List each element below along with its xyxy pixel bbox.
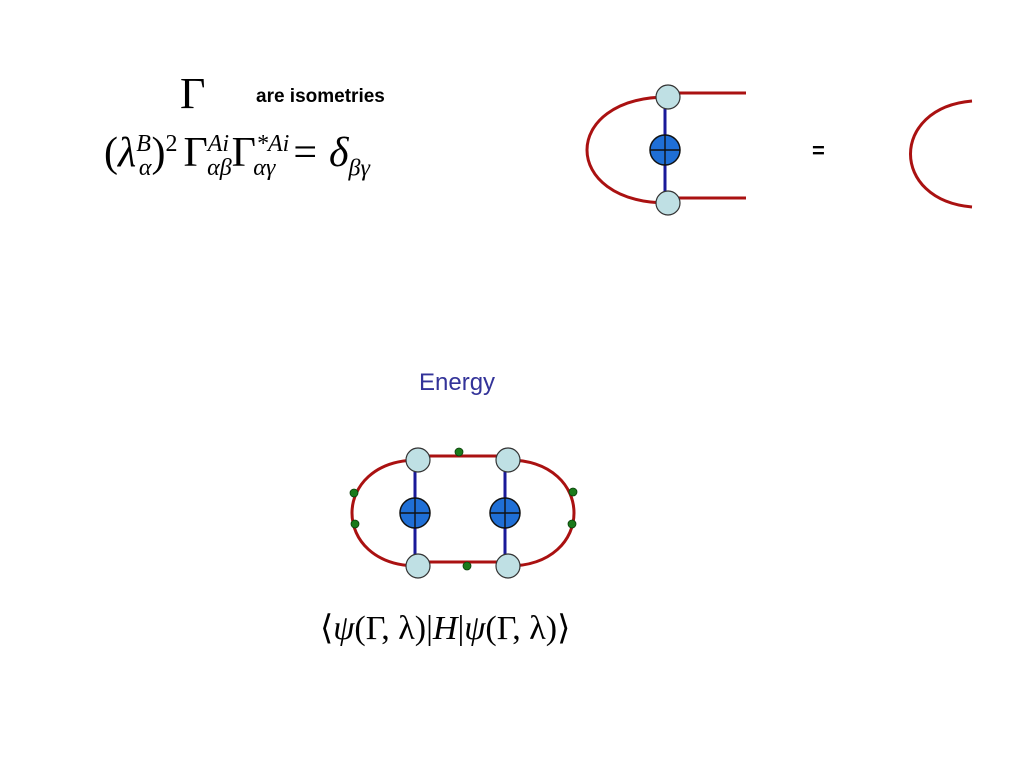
gamma-node <box>405 447 431 473</box>
gamma-node <box>495 447 521 473</box>
psi-ket-args: (Γ, λ) <box>485 610 558 647</box>
lambda-superscript: B <box>136 131 151 157</box>
gamma-tensor-superscript: Ai <box>207 131 230 157</box>
gamma-node-bottom <box>655 190 681 216</box>
gamma-conjugate: Γ <box>231 130 256 176</box>
gamma-node <box>405 553 431 579</box>
right-angle-bracket: ⟩ <box>557 610 571 647</box>
lambda-node <box>489 497 521 529</box>
gamma-symbol: Γ <box>180 69 206 118</box>
gamma-conjugate-superscript: *Ai <box>255 131 290 157</box>
left-boundary-arc <box>350 458 419 568</box>
isometry-contraction-diagram <box>585 84 746 216</box>
left-angle-bracket: ⟨ <box>320 610 334 647</box>
contracted-bond-arc <box>585 95 669 205</box>
psi-ket: ψ <box>464 610 486 647</box>
close-paren: ) <box>151 130 166 176</box>
hamiltonian-symbol: H <box>432 610 458 647</box>
right-boundary-arc <box>507 458 576 568</box>
delta-subscript: βγ <box>348 155 370 182</box>
gamma-conjugate-subscript: αγ <box>253 155 276 182</box>
operator-dot <box>462 561 472 571</box>
power-exponent: 2 <box>165 131 178 157</box>
gamma-node <box>495 553 521 579</box>
operator-dot <box>454 447 464 457</box>
gamma-tensor-subscript: αβ <box>207 155 232 182</box>
operator-dot <box>350 519 360 529</box>
operator-dot <box>568 487 578 497</box>
delta-symbol: δ <box>329 130 349 176</box>
gamma-tensor: Γ <box>183 130 208 176</box>
psi-bra-args: (Γ, λ) <box>354 610 427 647</box>
energy-title: Energy <box>419 369 496 396</box>
lambda-symbol: λ <box>118 130 137 176</box>
equation-equals: = <box>293 130 318 176</box>
operator-dot <box>349 488 359 498</box>
lambda-subscript: α <box>138 155 152 182</box>
identity-bond-arc <box>909 99 973 209</box>
open-paren: ( <box>104 130 118 176</box>
energy-expression: ⟨ψ(Γ, λ)|H|ψ(Γ, λ)⟩ <box>320 612 570 646</box>
psi-bra: ψ <box>333 610 355 647</box>
lambda-node <box>399 497 431 529</box>
bra-bar: | <box>426 610 433 647</box>
operator-dot <box>567 519 577 529</box>
diagram-equals-sign: = <box>812 138 825 163</box>
gamma-node-top <box>655 84 681 110</box>
energy-network-diagram <box>349 447 578 579</box>
isometry-caption: are isometries <box>256 86 385 107</box>
lambda-node <box>649 134 681 166</box>
ket-bar: | <box>457 610 465 647</box>
